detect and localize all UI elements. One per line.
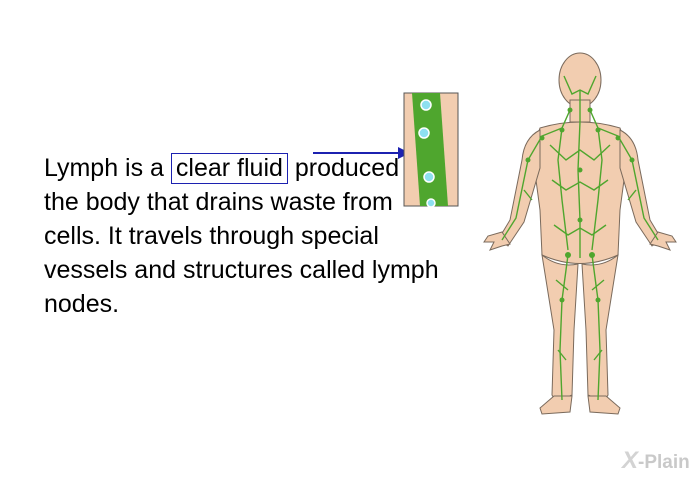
right-foot-shape bbox=[587, 395, 621, 415]
x-plain-logo-icon: X-Plain bbox=[622, 447, 690, 475]
fluid-droplet bbox=[423, 171, 435, 183]
clear-fluid-highlight: clear fluid bbox=[170, 153, 288, 184]
right-arm-shape bbox=[619, 129, 663, 247]
caption-rest-text: produced by the body that drains waste f… bbox=[44, 154, 439, 318]
lymph-nodes bbox=[525, 107, 635, 303]
fluid-droplet bbox=[418, 127, 430, 139]
left-leg-shape bbox=[541, 253, 579, 403]
caption-lead-text: Lymph is a bbox=[44, 154, 171, 182]
left-foot-shape bbox=[539, 395, 573, 415]
fluid-droplet bbox=[426, 198, 436, 208]
brand-x: X bbox=[622, 447, 639, 474]
left-arm-shape bbox=[497, 129, 541, 247]
lymph-description: Lymph is a clear fluid produced by the b… bbox=[44, 151, 444, 321]
vessel-band bbox=[412, 93, 448, 206]
lymph-vessels bbox=[501, 75, 659, 401]
right-leg-shape bbox=[581, 253, 619, 403]
fluid-droplet bbox=[420, 99, 432, 111]
brand-name: -Plain bbox=[638, 452, 690, 473]
human-lymphatic-system-icon bbox=[483, 52, 677, 415]
torso-shape bbox=[531, 121, 629, 264]
